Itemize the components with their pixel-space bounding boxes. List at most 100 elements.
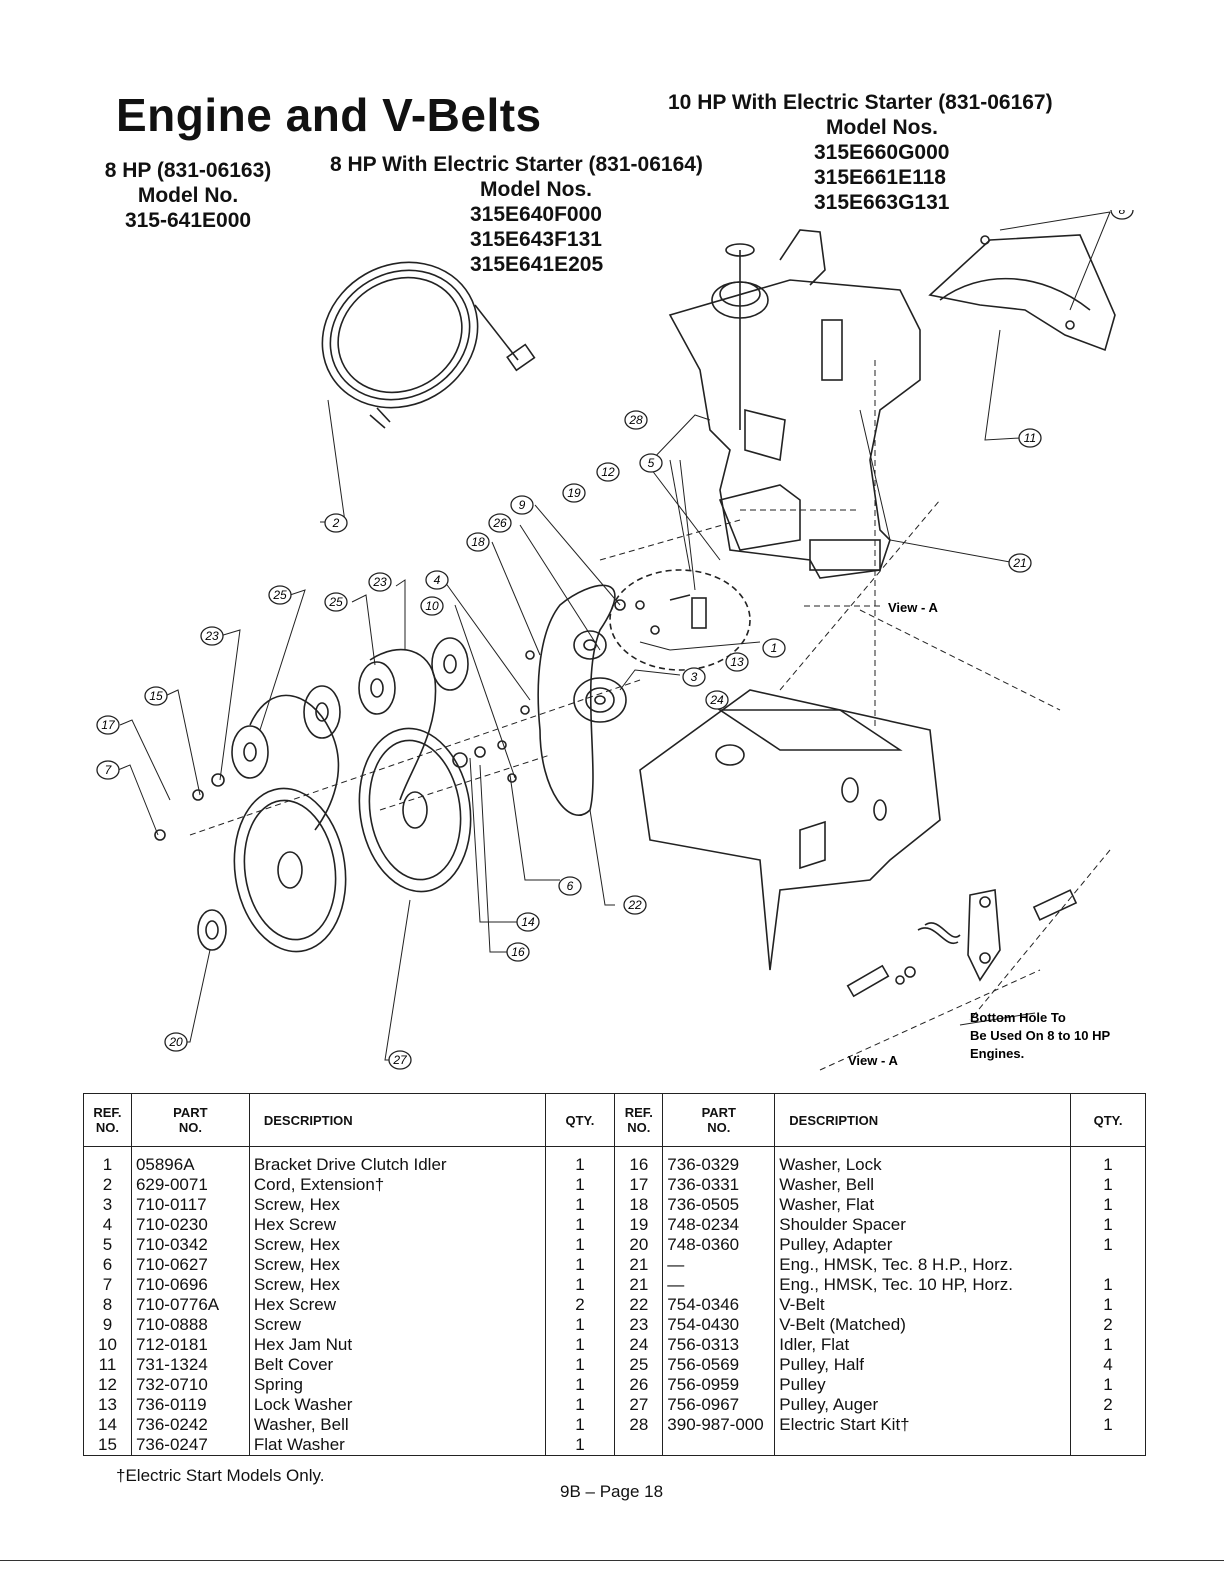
callout-28: 28 [624,410,648,430]
cell-ref: 5 [83,1235,132,1255]
cell-desc: Electric Start Kit† [774,1415,1072,1435]
cell-qty: 1 [1070,1146,1146,1175]
v-belts-drawing [249,584,616,831]
cell-desc: Lock Washer [248,1395,546,1415]
cell-desc: Pulley, Half [774,1355,1072,1375]
note-line-1: Bottom Hole To [970,1010,1066,1025]
frame-drawing [639,689,941,971]
svg-text:26: 26 [492,516,507,530]
callout-20: 20 [164,1032,188,1052]
callout-22: 22 [623,895,647,915]
cell-qty: 1 [1070,1275,1146,1295]
cell-ref: 11 [83,1355,132,1375]
cell-ref: 1 [83,1146,132,1175]
callout-11: 11 [1018,428,1042,448]
svg-text:7: 7 [105,763,113,777]
cell-part: — [662,1275,776,1295]
cell-desc: Screw, Hex [248,1255,546,1275]
svg-text:25: 25 [328,595,343,609]
callout-27: 27 [388,1050,412,1070]
model-number: 315-641E000 [124,209,252,232]
footnote: †Electric Start Models Only. [116,1466,325,1485]
header-qty: QTY. [544,1093,616,1147]
svg-text:11: 11 [1024,431,1036,445]
svg-text:20: 20 [168,1035,183,1049]
callout-5: 5 [639,453,663,473]
cell-part: 756-0967 [662,1395,776,1415]
cell-desc: Pulley [774,1375,1072,1395]
callout-8: 8 [1110,210,1134,220]
cell-qty: 1 [544,1315,616,1335]
hardware-drawing [154,594,707,841]
svg-text:25: 25 [272,588,287,602]
cell-desc: Pulley, Auger [774,1395,1072,1415]
callout-10: 10 [420,596,444,616]
cell-qty: 1 [544,1395,616,1415]
callout-4: 4 [425,570,449,590]
cell-part: 748-0234 [662,1215,776,1235]
callout-16: 16 [506,942,530,962]
cell-qty: 1 [1070,1335,1146,1355]
svg-text:17: 17 [101,718,116,732]
cell-desc: Screw, Hex [248,1275,546,1295]
cell-part: 736-0331 [662,1175,776,1195]
header-ref: REF.NO. [614,1093,664,1147]
cell-qty: 1 [544,1146,616,1175]
cell-qty: 2 [1070,1395,1146,1415]
extension-cord-drawing [321,261,536,429]
cell-ref: 26 [614,1375,664,1395]
model-number: 315E661E118 [814,166,946,189]
cell-qty: 1 [1070,1375,1146,1395]
callout-13: 13 [725,652,749,672]
cell-desc: Pulley, Adapter [774,1235,1072,1255]
svg-text:13: 13 [730,655,744,669]
cell-part: 736-0247 [130,1435,250,1456]
svg-text:27: 27 [392,1053,408,1067]
cell-part: 05896A [130,1146,250,1175]
cell-ref: 7 [83,1275,132,1295]
model-group-heading: 10 HP With Electric Starter (831-06167) [668,91,1053,114]
belt-cover-drawing [928,234,1116,352]
cell-part: 712-0181 [130,1335,250,1355]
callout-14: 14 [516,912,540,932]
cell-part: 756-0569 [662,1355,776,1375]
cell-part [662,1435,776,1456]
svg-text:19: 19 [567,486,581,500]
cell-ref: 16 [614,1146,664,1175]
cell-ref: 14 [83,1415,132,1435]
model-group-8hp: 8 HP (831-06163) Model No. 315-641E000 [88,158,288,233]
model-number: 315E640F000 [470,203,602,226]
callout-15: 15 [144,686,168,706]
callout-7: 7 [96,760,120,780]
cell-part: 390-987-000 [662,1415,776,1435]
note-line-3: Engines. [970,1046,1024,1061]
cell-part: 756-0313 [662,1335,776,1355]
exploded-parts-diagram: 1234567891011121314151617181920212223242… [96,210,1134,1071]
cell-ref: 15 [83,1435,132,1456]
model-number: 315E663G131 [814,191,950,214]
model-group-heading: 8 HP With Electric Starter (831-06164) [330,153,703,176]
cell-desc: Washer, Bell [248,1415,546,1435]
callout-19: 19 [562,483,586,503]
cell-ref: 22 [614,1295,664,1315]
cell-ref: 23 [614,1315,664,1335]
assembly-lines [189,360,1111,1071]
model-group-sub: Model Nos. [480,178,593,201]
cell-qty: 1 [544,1175,616,1195]
svg-text:12: 12 [601,465,615,479]
svg-text:4: 4 [434,573,441,587]
cell-desc: Hex Screw [248,1295,546,1315]
view-a-zoom-circle [609,569,751,671]
cell-part: 748-0360 [662,1235,776,1255]
